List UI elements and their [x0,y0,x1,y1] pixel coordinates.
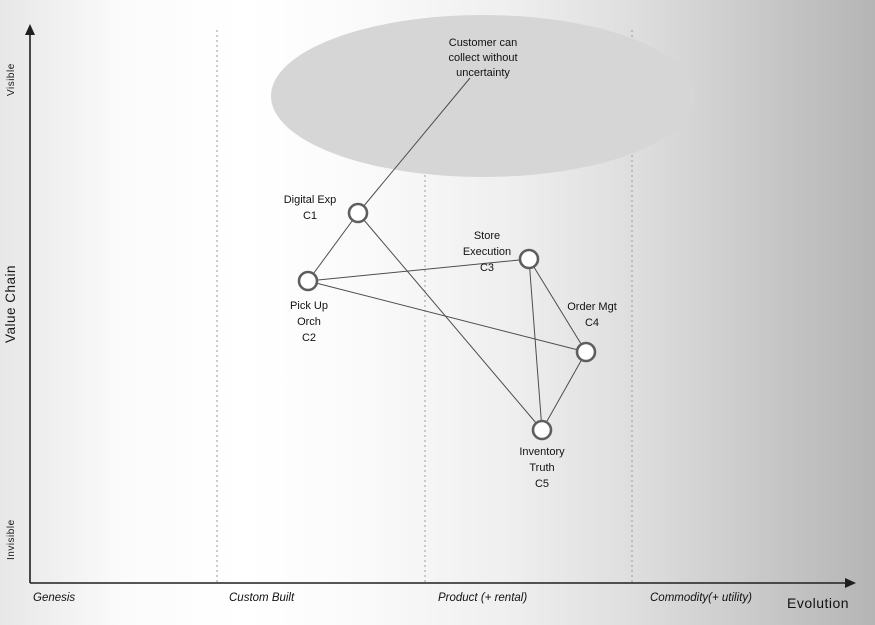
y-axis-title: Value Chain [3,264,18,344]
need-ellipse [271,15,695,177]
node-label-C1: C1 [303,210,317,222]
node-label-C3: Execution [463,246,511,258]
stage-label-custom-built: Custom Built [229,592,295,604]
node-label-C2: Orch [297,316,321,328]
need-label-line: uncertainty [456,67,510,79]
node-C5 [531,419,553,441]
y-axis-bottom-label: Invisible [6,519,17,561]
node-C1 [347,202,369,224]
x-axis-arrow-icon [845,578,856,588]
node-label-C5: Truth [529,462,554,474]
node-label-C1: Digital Exp [284,194,337,206]
node-label-C2: Pick Up [290,300,328,312]
edge-C3-C4 [528,258,587,353]
edge-need-C1 [357,77,471,214]
node-label-C4: C4 [585,317,599,329]
y-axis-top-label: Visible [6,63,17,97]
node-label-C2: C2 [302,332,316,344]
need-label-line: Customer can [449,37,517,49]
node-label-C4: Order Mgt [567,301,617,313]
edge-C1-C2 [307,212,359,282]
edge-C2-C4 [307,280,587,353]
stage-label-genesis: Genesis [33,592,76,604]
edge-C4-C5 [541,351,587,431]
node-C3 [518,248,540,270]
need-label-line: collect without [448,52,517,64]
edge-C2-C3 [307,258,530,282]
node-label-C5: C5 [535,478,549,490]
stage-label-product: Product (+ rental) [438,592,528,604]
stage-label-commodity: Commodity(+ utility) [650,592,752,604]
node-label-C5: Inventory [519,446,565,458]
y-axis-arrow-icon [25,24,35,35]
node-label-C3: C3 [480,262,494,274]
edge-C1-C5 [357,212,543,431]
node-C2 [297,270,319,292]
edge-C3-C5 [528,258,543,431]
x-axis-title: Evolution [787,595,850,611]
node-label-C3: Store [474,230,500,242]
node-C4 [575,341,597,363]
